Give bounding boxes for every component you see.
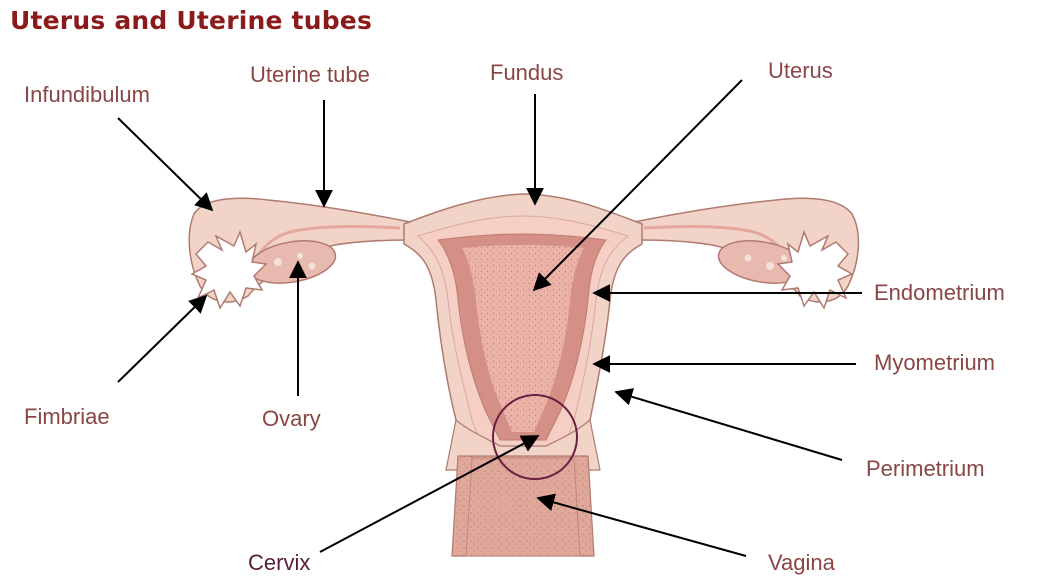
- label-fimbriae: Fimbriae: [24, 406, 110, 428]
- label-fundus: Fundus: [490, 62, 563, 84]
- label-myometrium: Myometrium: [874, 352, 995, 374]
- label-vagina: Vagina: [768, 552, 835, 574]
- arrow-perimetrium: [616, 392, 842, 460]
- label-cervix: Cervix: [248, 552, 310, 574]
- label-uterus: Uterus: [768, 60, 833, 82]
- label-infundibulum: Infundibulum: [24, 84, 150, 106]
- arrow-uterus: [534, 80, 742, 290]
- arrow-infundibulum: [118, 118, 212, 210]
- label-perimetrium: Perimetrium: [866, 458, 985, 480]
- label-endometrium: Endometrium: [874, 282, 1005, 304]
- arrow-fimbriae: [118, 296, 206, 382]
- label-ovary: Ovary: [262, 408, 321, 430]
- label-uterine-tube: Uterine tube: [250, 64, 370, 86]
